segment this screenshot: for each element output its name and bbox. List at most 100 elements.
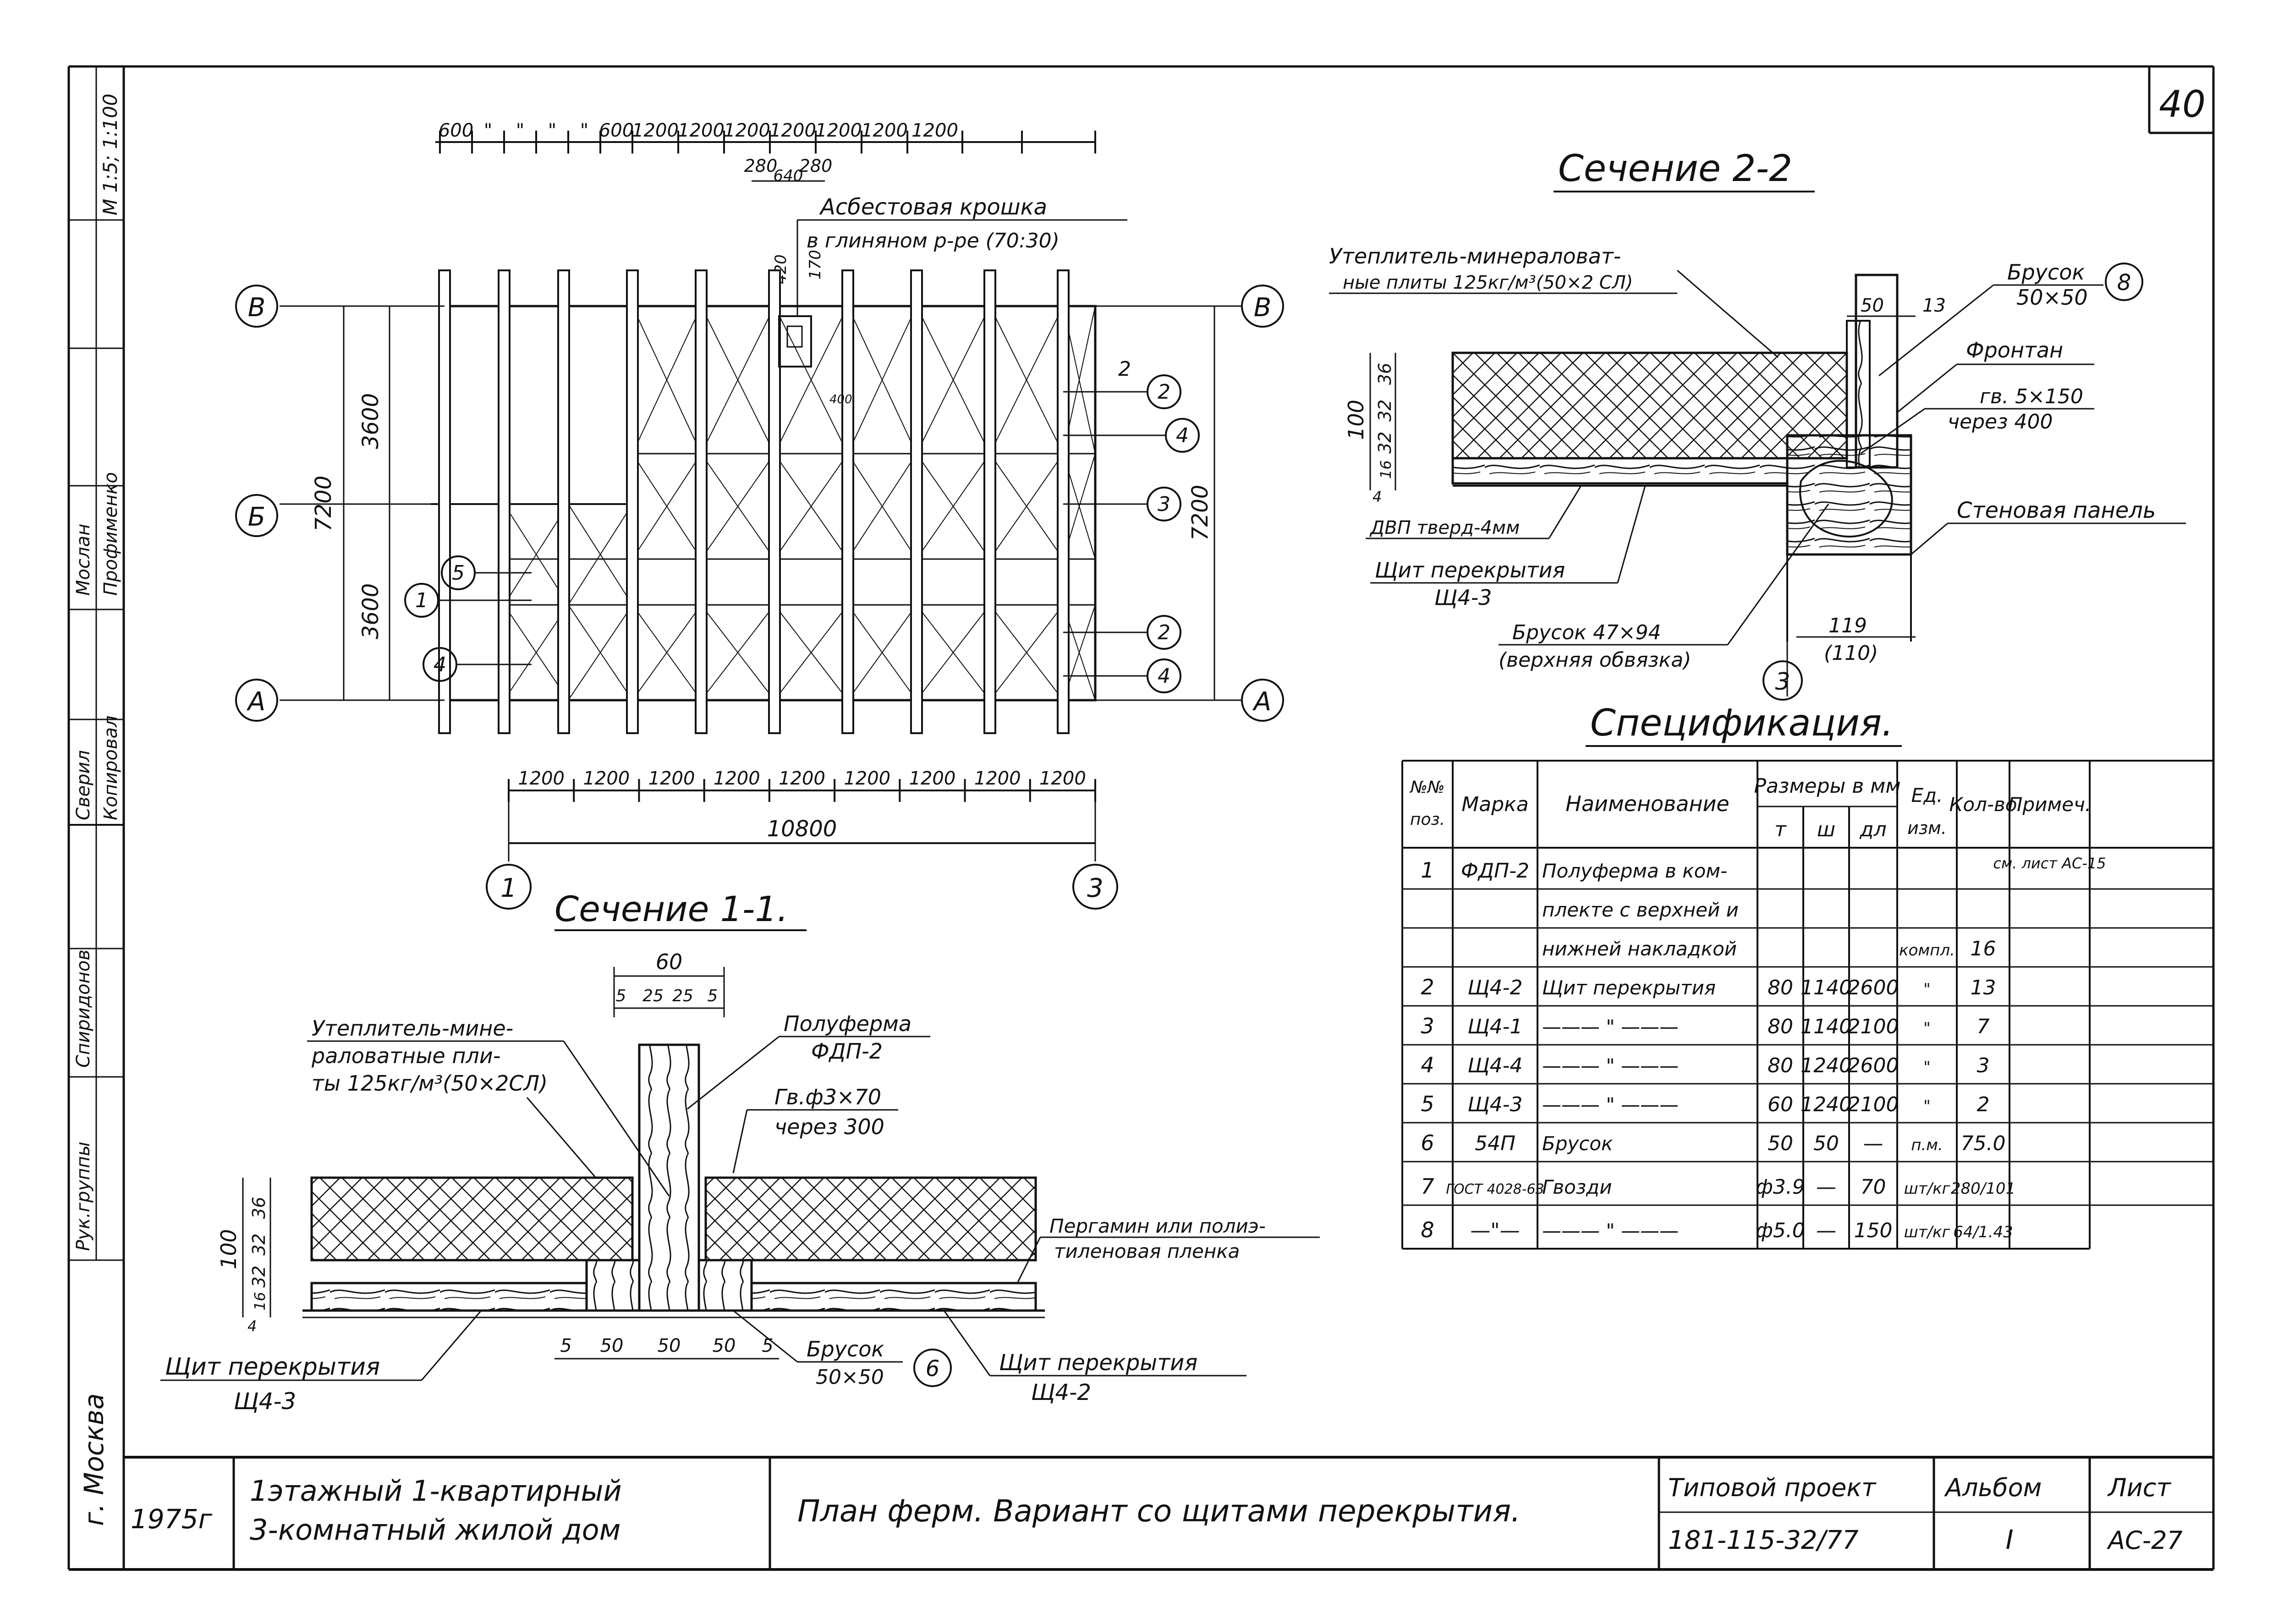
half-truss-post [638,1043,700,1312]
shield-right-label-2: Щ4-2 [1031,1380,1091,1405]
spec-row-6-l: 2100 [1848,1093,1899,1116]
insulation-layer-2-2 [1451,351,1848,460]
spec-row-6-mark: Щ4-3 [1468,1093,1523,1116]
spec-row-5-l: 2600 [1848,1054,1899,1077]
bottom-dim-3: 1200 [714,768,760,789]
film-label-2: тиленовая пленка [1054,1240,1240,1262]
spec-row-8-mark: ГОСТ 4028-63 [1446,1181,1544,1197]
bottom-dim-0: 1200 [518,768,565,789]
spec-row-8-unit: шт/кг [1904,1180,1951,1198]
top-dim-8: 1200 [724,120,770,141]
section-2-2-title: Сечение 2-2 [1558,147,1792,190]
left-dim-7200: 7200 [311,476,336,532]
right-marker-label-4: 4 [1158,664,1170,688]
bar-left [585,1259,641,1312]
spec-h-size: Размеры в мм [1754,774,1900,798]
vdim-2-36: 36 [1375,363,1395,385]
spec-row-5-w: 1240 [1801,1054,1852,1077]
spec-row-0-pos: 1 [1421,858,1434,883]
spec-row-4-unit: " [1923,1019,1931,1037]
axis-marker-A-right: А [1241,679,1284,722]
top-dim-2: " [516,120,524,141]
top-dim-4: " [580,120,588,141]
truss-members [438,269,1070,734]
spec-row-7-pos: 6 [1421,1130,1434,1155]
spec-row-4-mark: Щ4-1 [1468,1015,1523,1038]
s2-bar-label-1: Брусок [2007,260,2085,285]
vdim-16: 16 [251,1292,269,1311]
axis-marker-1: 1 [486,864,532,910]
spec-h-qty: Кол-во [1949,793,2017,816]
spec-h-unit-2: изм. [1907,818,1947,838]
s2-dim-119: 119 [1828,614,1867,637]
right-dim-7200: 7200 [1187,485,1213,541]
sheet-value: АС-27 [2107,1526,2183,1555]
dim-5-b: 5 [708,987,718,1005]
spec-row-5-pos: 4 [1421,1053,1434,1077]
svg-text:Б: Б [248,502,265,532]
spec-row-5-unit: " [1923,1058,1931,1076]
drawing-name: План ферм. Вариант со щитами перекрытия. [797,1493,1521,1529]
sub-dim-1: 280 [744,156,778,176]
insulation-left [310,1176,634,1262]
dim-25-b: 25 [672,987,693,1005]
spec-row-9-name: ——— " ——— [1542,1219,1679,1242]
spec-row-7-unit: п.м. [1911,1136,1943,1154]
right-marker-label-2: 3 [1158,493,1170,516]
asbestos-label-2: в глиняном р-ре (70:30) [807,229,1060,252]
insulation-label-2: раловатные пли- [311,1043,500,1068]
spec-row-3-mark: Щ4-2 [1468,976,1523,999]
spec-h-t: т [1774,818,1787,841]
sheet-frame: 40 [67,65,2215,1571]
spec-row-3-qty: 13 [1971,976,1996,999]
stamp-name-3: Профименко [100,472,121,596]
album-value: I [2005,1524,2013,1555]
project-number: 181-115-32/77 [1668,1525,1859,1555]
spec-row-8-t: ф3.9 [1756,1175,1805,1199]
bottom-dim-2: 1200 [648,768,695,789]
bottom-dim-4: 1200 [779,768,825,789]
spec-row-9-qty: 64/1.43 [1953,1223,2013,1241]
right-marker-label-1: 4 [1176,424,1189,447]
svg-text:6: 6 [926,1356,940,1382]
vdim-2-32b: 32 [1375,432,1395,454]
album-label: Альбом [1944,1473,2042,1502]
sub-dim-3: 280 [799,156,833,176]
top-plate-bar [1786,434,1912,556]
dim-60: 60 [656,949,683,974]
spec-row-0-mark: ФДП-2 [1461,859,1529,883]
cut-label-2: 2 [1118,357,1131,381]
section-1-1-title: Сечение 1-1. [555,889,788,929]
axis-marker-3: 3 [1072,864,1118,910]
asbestos-label-1: Асбестовая крошка [819,194,1047,220]
shield-right-label-1: Щит перекрытия [999,1350,1197,1376]
shield-board-left [310,1282,588,1312]
s2-nail-label-1: гв. 5×150 [1980,385,2083,408]
left-stamp: М 1:5; 1:100 Рук.группы Спиридонов Свери… [69,66,124,1526]
spec-row-7-w: 50 [1813,1132,1839,1155]
svg-text:3: 3 [1775,668,1790,696]
stamp-name-2: Мослан [73,524,94,596]
svg-text:А: А [1252,687,1271,717]
axis-marker-Bb: Б [235,494,278,537]
right-marker-label-0: 2 [1158,380,1170,404]
spec-row-8-qty: 280/101 [1951,1180,2015,1198]
spec-h-w: ш [1817,818,1835,841]
top-dim-11: 1200 [861,120,908,141]
bottom-dim-1: 1200 [583,768,630,789]
spec-row-2-qty: 16 [1971,937,1996,960]
spec-row-6-unit: " [1923,1097,1931,1115]
axis-marker-B-right: В [1241,285,1284,328]
spec-row-4-qty: 7 [1977,1015,1990,1038]
shield-left-label-2: Щ4-3 [234,1388,296,1415]
top-dim-7: 1200 [678,120,725,141]
top-dimension-ticks [439,131,1096,154]
truss-label-2: ФДП-2 [811,1039,883,1064]
stamp-copied: Копировал [100,715,121,820]
spec-row-9-mark: —"— [1470,1219,1520,1242]
spec-row-0-name: Полуферма в ком- [1542,860,1727,882]
spec-row-5-qty: 3 [1977,1054,1990,1077]
